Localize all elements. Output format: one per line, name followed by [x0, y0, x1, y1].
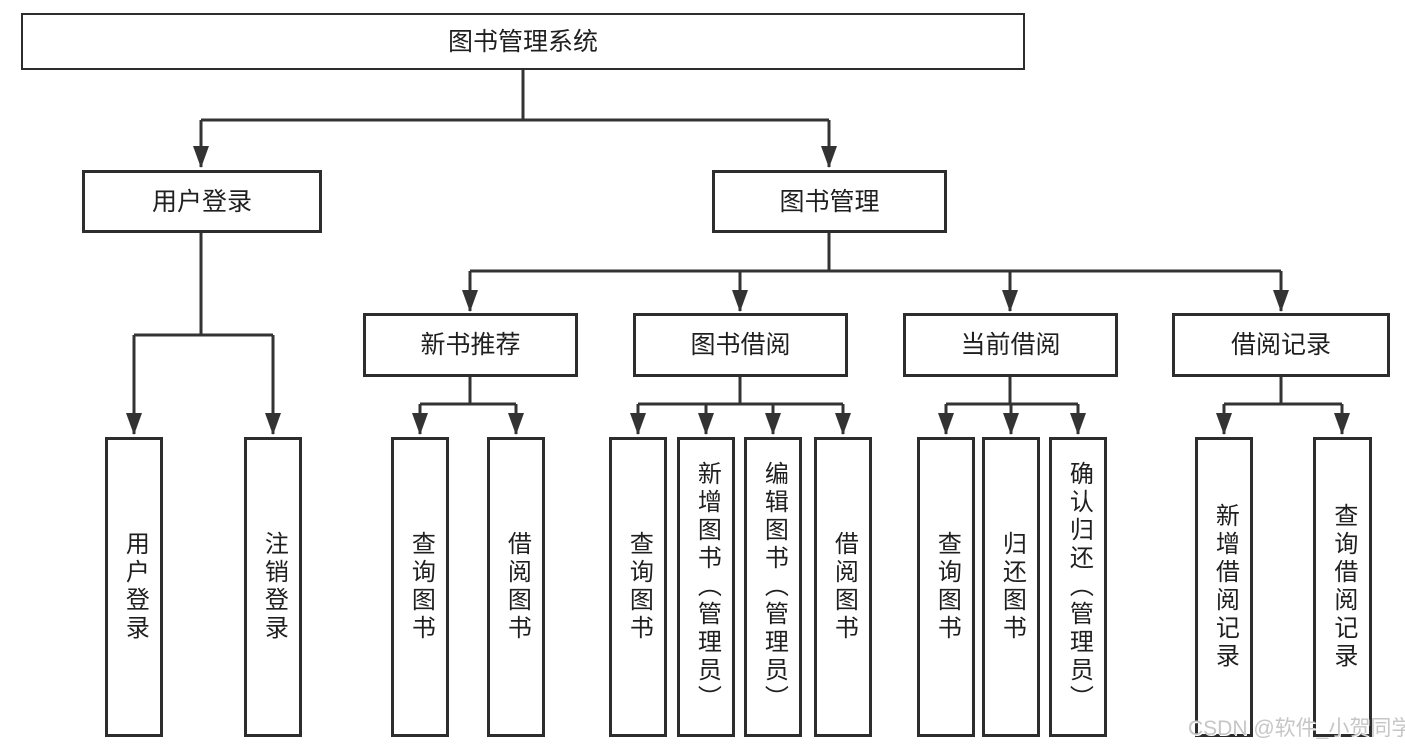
node-book-borrowing-label: 图书借阅	[690, 331, 791, 359]
leaf-user-login: 用户登录	[105, 437, 163, 737]
node-book-borrowing: 图书借阅	[633, 313, 848, 377]
node-book-management-label: 图书管理	[779, 187, 880, 216]
node-library-system-label: 图书管理系统	[447, 27, 598, 56]
leaf-edit-book-admin-label: 编辑图书（管理员）	[760, 461, 788, 713]
leaf-query-books-recommend: 查询图书	[391, 437, 449, 737]
csdn-watermark: CSDN @软件_小贺同学	[1188, 717, 1405, 740]
leaf-query-books-borrowing: 查询图书	[609, 437, 667, 737]
leaf-query-books-borrowing-label: 查询图书	[625, 531, 653, 643]
leaf-query-borrow-record: 查询借阅记录	[1313, 437, 1372, 737]
leaf-add-borrow-record: 新增借阅记录	[1195, 437, 1253, 737]
leaf-query-books-recommend-label: 查询图书	[407, 531, 435, 643]
leaf-add-book-admin: 新增图书（管理员）	[677, 437, 735, 737]
node-book-management: 图书管理	[712, 170, 947, 233]
node-user-login-label: 用户登录	[151, 187, 252, 216]
leaf-user-login-label: 用户登录	[121, 531, 149, 643]
node-current-borrowing-label: 当前借阅	[960, 331, 1061, 359]
leaf-query-books-current-label: 查询图书	[933, 531, 961, 643]
node-borrowing-records: 借阅记录	[1172, 313, 1390, 377]
leaf-confirm-return-admin: 确认归还（管理员）	[1049, 437, 1107, 737]
leaf-borrow-books-borrowing-label: 借阅图书	[830, 531, 858, 643]
leaf-edit-book-admin: 编辑图书（管理员）	[744, 437, 802, 737]
leaf-borrow-books-recommend: 借阅图书	[487, 437, 545, 737]
leaf-query-borrow-record-label: 查询借阅记录	[1329, 503, 1357, 671]
leaf-add-borrow-record-label: 新增借阅记录	[1211, 503, 1239, 671]
node-new-book-recommendation: 新书推荐	[363, 313, 578, 377]
node-new-book-recommendation-label: 新书推荐	[420, 331, 521, 359]
leaf-logout: 注销登录	[244, 437, 302, 737]
leaf-borrow-books-recommend-label: 借阅图书	[503, 531, 531, 643]
leaf-borrow-books-borrowing: 借阅图书	[814, 437, 872, 737]
leaf-confirm-return-admin-label: 确认归还（管理员）	[1065, 461, 1093, 713]
leaf-logout-label: 注销登录	[260, 531, 288, 643]
node-current-borrowing: 当前借阅	[903, 313, 1118, 377]
node-library-system: 图书管理系统	[21, 13, 1025, 70]
leaf-query-books-current: 查询图书	[917, 437, 975, 737]
node-borrowing-records-label: 借阅记录	[1230, 331, 1331, 359]
node-user-login: 用户登录	[82, 170, 322, 233]
leaf-add-book-admin-label: 新增图书（管理员）	[693, 461, 721, 713]
leaf-return-books-label: 归还图书	[998, 531, 1026, 643]
leaf-return-books: 归还图书	[982, 437, 1040, 737]
